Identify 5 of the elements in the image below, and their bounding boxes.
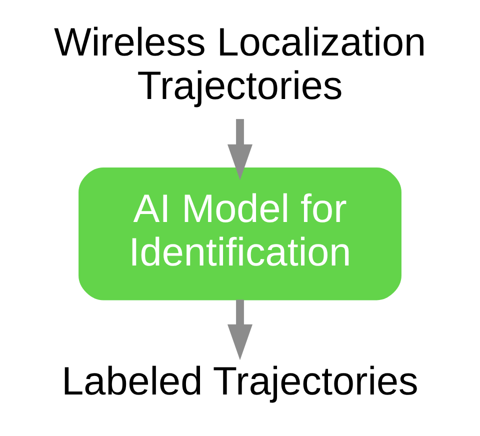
- node-box: AI Model for Identification: [78, 167, 402, 300]
- node-text: Labeled Trajectories: [62, 359, 418, 404]
- arrow: [227, 300, 253, 360]
- arrow: [227, 119, 253, 180]
- node-text: Wireless Localization Trajectories: [54, 20, 426, 108]
